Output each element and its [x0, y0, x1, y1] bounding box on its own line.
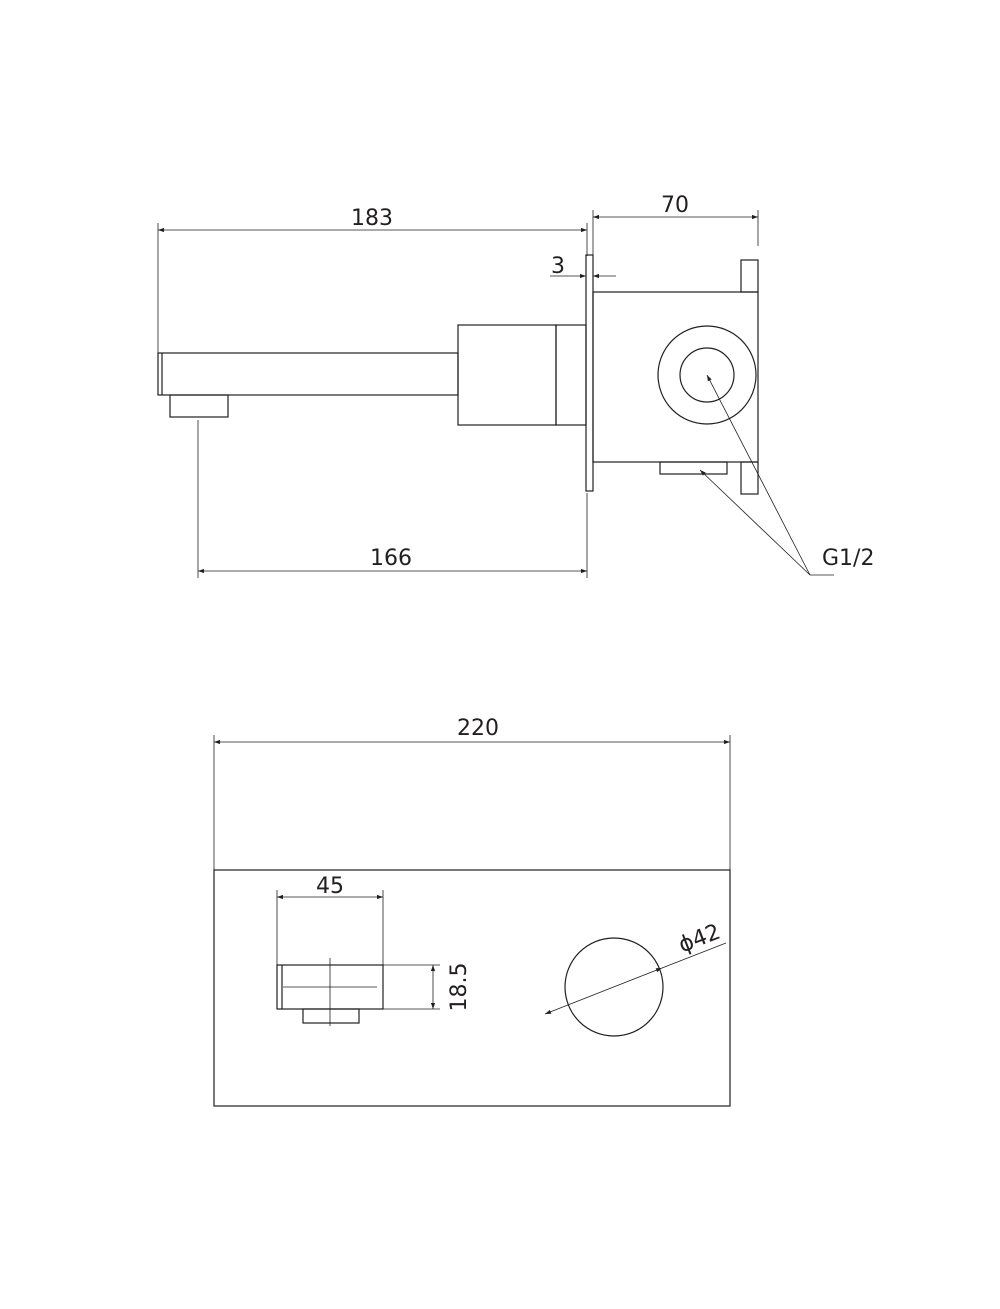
dim-spout-height: 18.5	[383, 963, 472, 1012]
dim-spout-width-label: 45	[316, 874, 344, 899]
dim-spout-width: 45	[276, 874, 384, 965]
dim-plate-thickness-label: 3	[551, 254, 565, 279]
spout-side	[157, 352, 459, 418]
collar-side	[457, 324, 587, 426]
dim-plate-width: 220	[213, 716, 731, 870]
front-view: 220 45 18.5 ϕ42	[213, 716, 731, 1107]
dim-box-depth: 70	[592, 193, 759, 256]
wall-plate-front	[213, 869, 731, 1107]
dim-box-depth-label: 70	[661, 193, 689, 218]
dim-handle-diameter-label: ϕ42	[675, 920, 724, 959]
dim-overall-length-label: 183	[351, 206, 393, 231]
dim-spout-height-label: 18.5	[447, 963, 472, 1012]
wall-plate-side	[585, 254, 594, 492]
thread-label: G1/2	[822, 546, 874, 571]
dim-overall-length: 183	[157, 206, 588, 353]
spout-front	[276, 958, 384, 1026]
thread-callout: G1/2	[699, 374, 874, 576]
dim-plate-thickness: 3	[550, 254, 616, 279]
dim-spout-to-wall-label: 166	[370, 546, 412, 571]
dim-spout-to-wall: 166	[197, 420, 588, 578]
concealed-box-side	[592, 259, 759, 495]
side-view: 183 70 3 166 G1/2	[157, 193, 874, 578]
dim-handle-diameter: ϕ42	[544, 920, 727, 1015]
dim-plate-width-label: 220	[457, 716, 499, 741]
